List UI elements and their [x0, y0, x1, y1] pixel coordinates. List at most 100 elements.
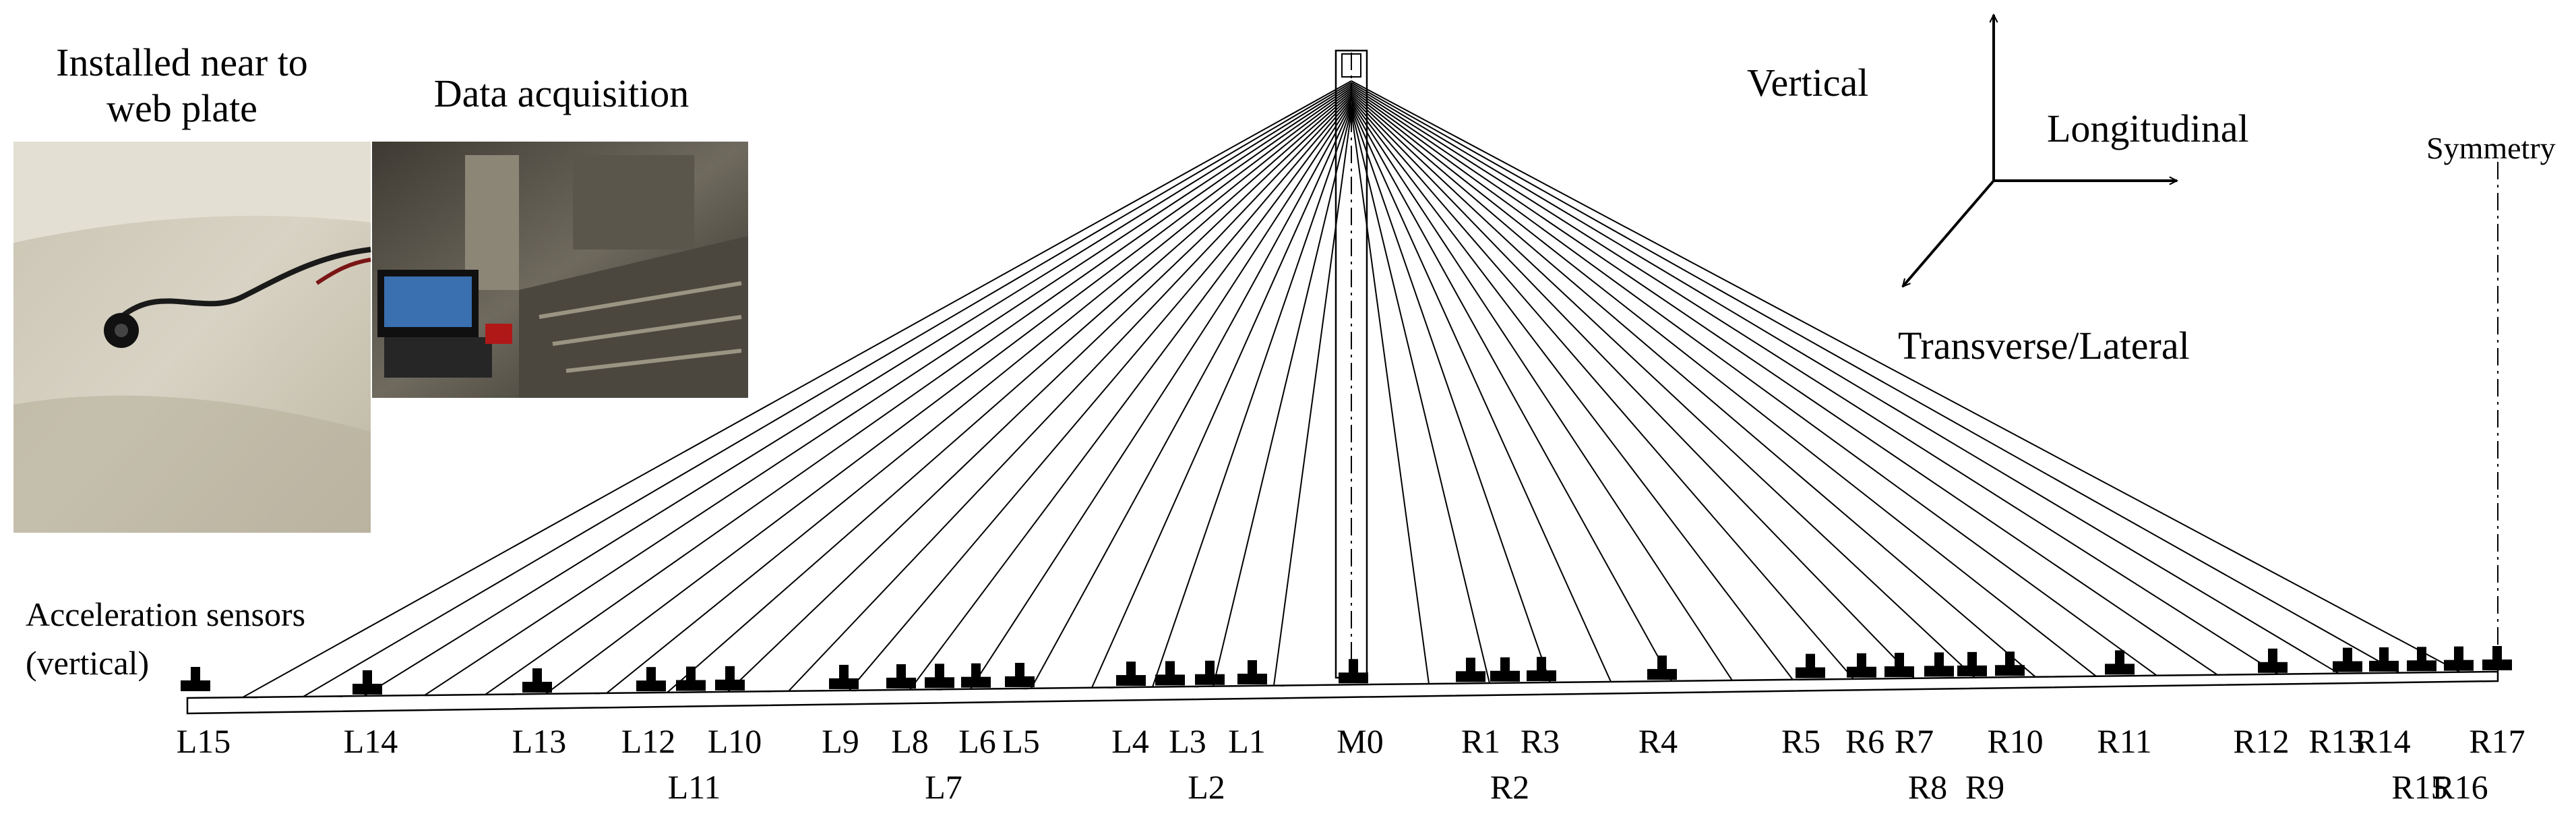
sensor-marker-r8 [1924, 652, 1954, 677]
sensor-marker-l15 [181, 667, 210, 691]
data-acquisition-photo [372, 142, 748, 398]
sensor-label-r13: R13 [2308, 722, 2364, 760]
sensor-label-r1: R1 [1461, 722, 1500, 760]
coordinate-axes: Vertical Longitudinal Transverse/Lateral [1747, 15, 2249, 368]
sensor-label-l3: L3 [1169, 722, 1206, 760]
sensor-label-r15: R15 [2391, 768, 2447, 806]
stay-cable [1351, 86, 2279, 675]
stay-cable [1351, 92, 2036, 678]
sensor-label-m0: M0 [1337, 722, 1383, 760]
sensor-label-r7: R7 [1895, 722, 1934, 760]
sensor-marker-l4 [1116, 662, 1146, 686]
sensor-label-l5: L5 [1002, 722, 1040, 760]
sensor-marker-m0 [1339, 659, 1368, 684]
stay-cables [242, 80, 2461, 698]
installed-photo-title-line2: web plate [106, 86, 257, 130]
sensor-marker-l6 [961, 663, 991, 688]
sensor-label-r16: R16 [2432, 768, 2488, 806]
stay-cable [970, 102, 1352, 690]
sensor-marker-r6 [1847, 653, 1876, 678]
sensor-markers [181, 646, 2512, 695]
sensor-marker-r13 [2333, 647, 2362, 672]
sensor-label-l4: L4 [1111, 722, 1149, 760]
sensor-marker-l10 [715, 666, 745, 691]
bridge-deck [186, 670, 2499, 715]
sensor-label-l14: L14 [344, 722, 398, 760]
stay-cable [1351, 107, 1551, 683]
sensor-marker-l3 [1155, 661, 1185, 686]
transverse-axis-label: Transverse/Lateral [1898, 324, 2190, 368]
sensor-installation-photo [13, 142, 371, 533]
stay-cable [1351, 111, 1430, 684]
sensor-label-r10: R10 [1987, 722, 2043, 760]
sensor-label-r9: R9 [1965, 768, 2004, 806]
stay-cable [1351, 98, 1854, 680]
sensor-marker-l13 [522, 668, 552, 693]
stay-cable [1351, 105, 1612, 682]
stay-cable [1091, 105, 1352, 689]
sensor-marker-r15 [2407, 647, 2436, 672]
sensor-marker-r17 [2482, 646, 2512, 671]
stay-cable [606, 91, 1352, 694]
sensor-marker-r12 [2258, 648, 2288, 673]
sensor-marker-l7 [925, 664, 954, 689]
stay-cable [1351, 91, 2097, 677]
stay-cable [1213, 109, 1352, 686]
sensor-marker-r16 [2444, 646, 2474, 671]
sensor-caption-line2: (vertical) [26, 644, 149, 682]
installed-photo-title-line1: Installed near to [56, 40, 308, 84]
stay-cable [849, 98, 1352, 691]
vertical-axis-label: Vertical [1747, 61, 1868, 105]
stay-cable [1351, 80, 2461, 673]
sensor-label-r17: R17 [2469, 722, 2525, 760]
stay-cable [667, 92, 1352, 693]
stay-cable [1351, 87, 2218, 676]
sensor-marker-r4 [1647, 655, 1677, 680]
stay-cable [1351, 109, 1490, 684]
sensor-label-l8: L8 [891, 722, 929, 760]
stay-cable [1351, 84, 2339, 674]
sensor-label-r8: R8 [1908, 768, 1947, 806]
sensor-marker-l2 [1195, 660, 1225, 685]
sensor-marker-l1 [1237, 660, 1267, 685]
sensor-marker-l9 [829, 664, 859, 689]
sensor-label-l1: L1 [1228, 722, 1266, 760]
sensor-marker-r5 [1796, 653, 1825, 678]
sensor-marker-r11 [2105, 650, 2135, 675]
stay-cable [242, 80, 1352, 698]
sensor-marker-r3 [1527, 657, 1556, 682]
stay-cable [1351, 102, 1733, 681]
sensor-marker-r1 [1456, 657, 1485, 682]
stay-cable [363, 84, 1352, 697]
sensor-marker-r14 [2369, 647, 2399, 672]
sensor-label-l15: L15 [177, 722, 231, 760]
sensor-marker-r7 [1884, 653, 1914, 678]
stay-cable [1152, 107, 1352, 688]
stay-cable [424, 86, 1352, 696]
sensor-marker-l11 [676, 666, 706, 691]
stay-cable [909, 100, 1352, 691]
sensor-label-r12: R12 [2233, 722, 2289, 760]
stay-cable [1351, 103, 1672, 682]
sensor-marker-l8 [886, 664, 916, 689]
stay-cable [1351, 89, 2157, 676]
sensor-marker-r2 [1490, 657, 1520, 682]
longitudinal-axis-label: Longitudinal [2047, 107, 2249, 150]
transverse-arrow-icon [1903, 179, 1995, 287]
sensor-label-l7: L7 [925, 768, 962, 806]
stay-cable [485, 87, 1352, 695]
stay-cable [1031, 103, 1352, 689]
sensor-marker-l12 [636, 667, 666, 692]
sensor-marker-r9 [1957, 651, 1987, 676]
sensor-label-r11: R11 [2097, 722, 2152, 760]
sensor-label-l12: L12 [621, 722, 676, 760]
sensor-label-r2: R2 [1490, 768, 1529, 806]
stay-cable [1351, 96, 1915, 679]
acquisition-photo-title: Data acquisition [434, 71, 689, 115]
sensor-marker-l14 [352, 670, 382, 695]
sensor-label-l9: L9 [822, 722, 859, 760]
